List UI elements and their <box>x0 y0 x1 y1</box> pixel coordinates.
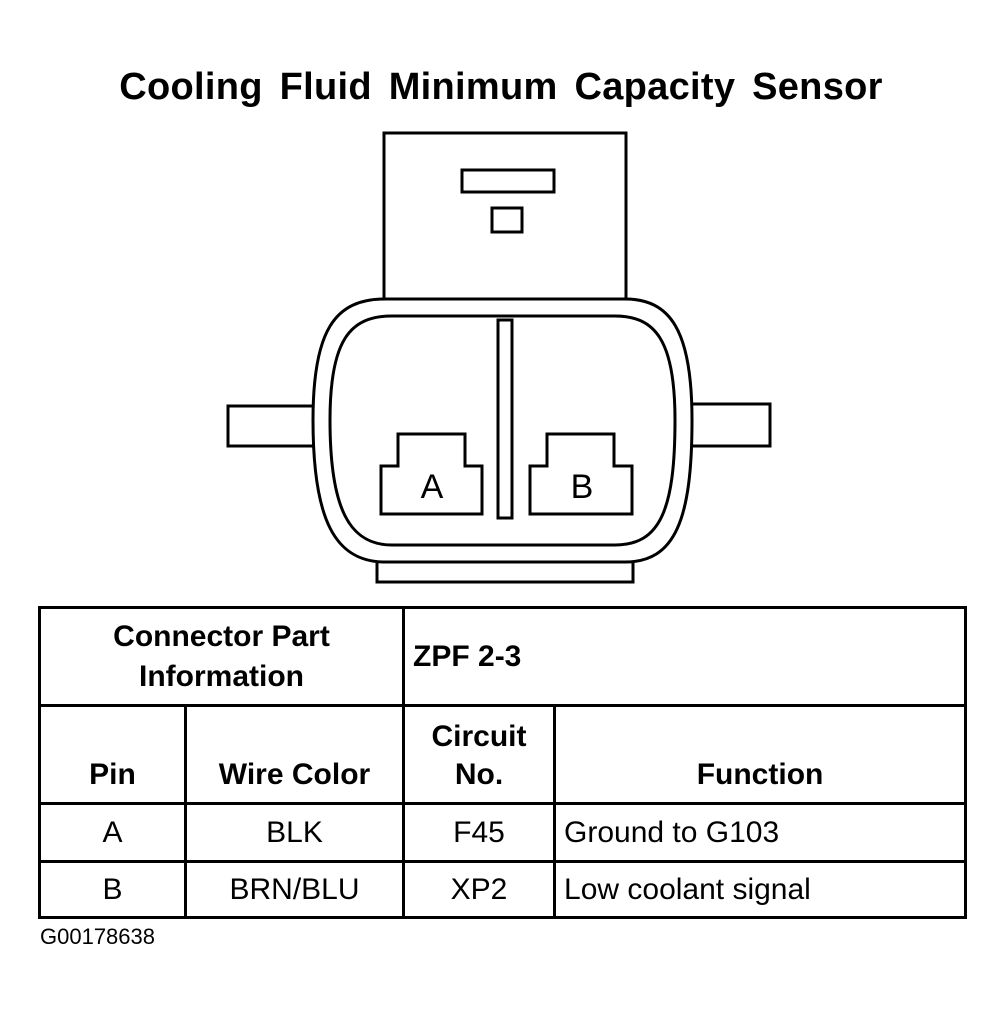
part-info-label-cell: Connector Part Information <box>37 606 406 707</box>
connector-diagram: A B <box>226 131 772 584</box>
connector-info-table: Connector Part Information ZPF 2-3 Pin W… <box>37 606 968 919</box>
header-circuit-line1: Circuit <box>431 720 527 753</box>
header-pin: Pin <box>38 704 187 805</box>
row-b-pin: B <box>38 860 187 919</box>
row-b-function: Low coolant signal <box>553 860 968 919</box>
row-a-wire-color: BLK <box>183 802 406 863</box>
table-row: B BRN/BLU XP2 Low coolant signal <box>38 860 968 919</box>
pin-b-cavity <box>528 432 634 516</box>
center-divider <box>496 318 514 520</box>
diagram-title: Cooling Fluid Minimum Capacity Sensor <box>119 66 883 108</box>
part-info-label-line1: Connector Part <box>113 619 330 653</box>
row-a-pin: A <box>38 802 187 863</box>
part-info-label-line2: Information <box>139 659 304 693</box>
latch-tab <box>460 168 556 194</box>
header-wire-color: Wire Color <box>183 704 406 805</box>
header-circuit-line2: No. <box>454 758 504 791</box>
header-wire-color-label: Wire Color <box>218 758 371 791</box>
pin-a-cavity <box>379 432 484 516</box>
right-ear <box>686 402 772 448</box>
pin-b-label: B <box>571 468 594 506</box>
pin-a-label: A <box>421 468 444 506</box>
latch-stem <box>490 206 524 234</box>
header-function-label: Function <box>696 758 824 791</box>
figure-id: G00178638 <box>40 924 155 949</box>
row-a-circuit: F45 <box>402 802 557 863</box>
header-pin-label: Pin <box>89 758 136 791</box>
row-b-circuit: XP2 <box>402 860 557 919</box>
part-info-value: ZPF 2-3 <box>402 606 968 707</box>
header-circuit: Circuit No. <box>402 704 557 805</box>
left-ear <box>226 404 320 448</box>
row-a-function: Ground to G103 <box>553 802 968 863</box>
row-b-wire-color: BRN/BLU <box>183 860 406 919</box>
header-function: Function <box>553 704 968 805</box>
table-row: A BLK F45 Ground to G103 <box>38 802 968 863</box>
